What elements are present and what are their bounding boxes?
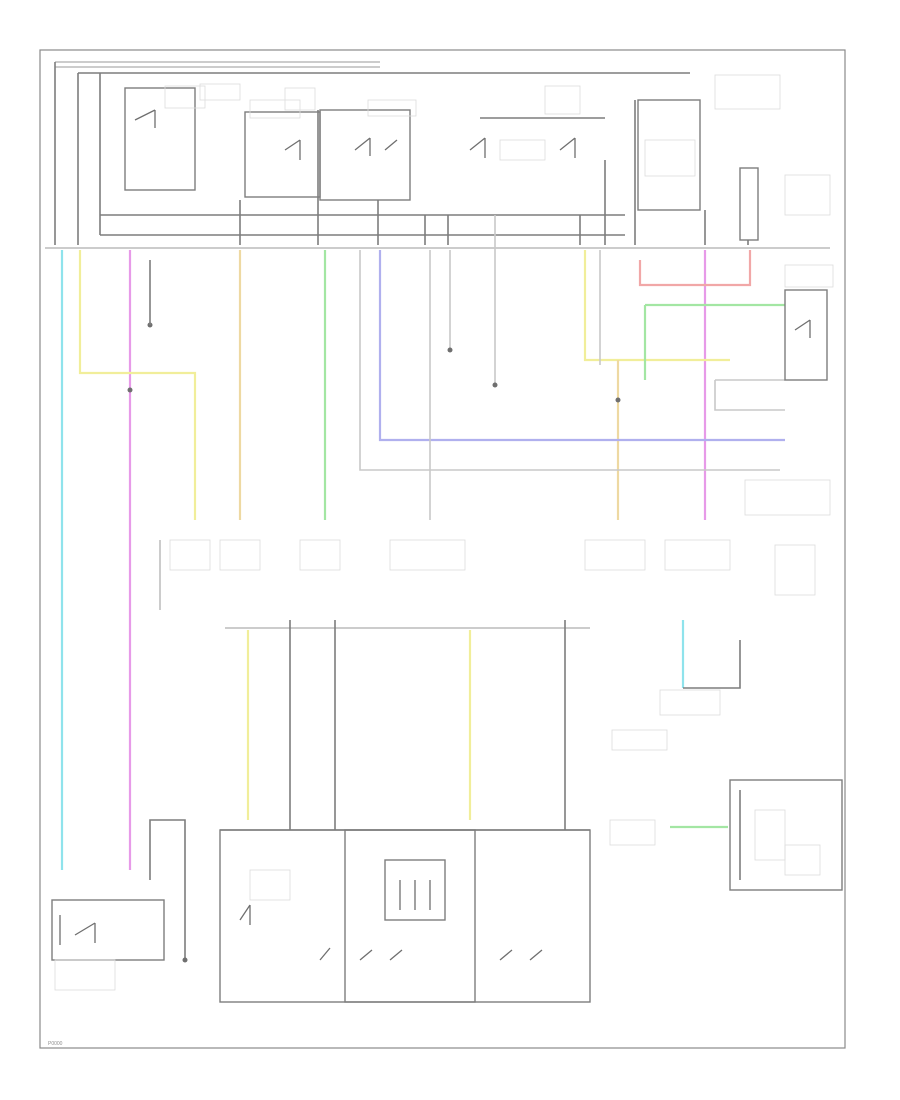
instrument-cluster-block	[729, 779, 843, 891]
diagram-frame	[39, 49, 846, 1049]
vertical-wires	[54, 62, 749, 245]
ground-block	[609, 689, 721, 846]
right-switch-block	[784, 289, 828, 381]
pink-wire	[128, 250, 707, 870]
red-wire	[638, 250, 752, 287]
multifunction-switch-block	[219, 829, 591, 1003]
lower-connectors	[159, 540, 590, 830]
grey-wires	[359, 215, 785, 520]
yellow-wire	[78, 250, 730, 820]
ground-loop	[683, 640, 741, 689]
mid-labels	[169, 479, 831, 596]
tan-wire	[238, 250, 620, 520]
top-switch-boxes	[124, 87, 759, 241]
page-code: P0000	[48, 1041, 63, 1047]
green-wire	[323, 250, 785, 829]
top-labels	[164, 74, 834, 288]
wiper-motor-block	[51, 819, 188, 991]
top-bus	[55, 61, 690, 236]
splices	[127, 260, 621, 403]
blue-wire	[378, 250, 785, 442]
